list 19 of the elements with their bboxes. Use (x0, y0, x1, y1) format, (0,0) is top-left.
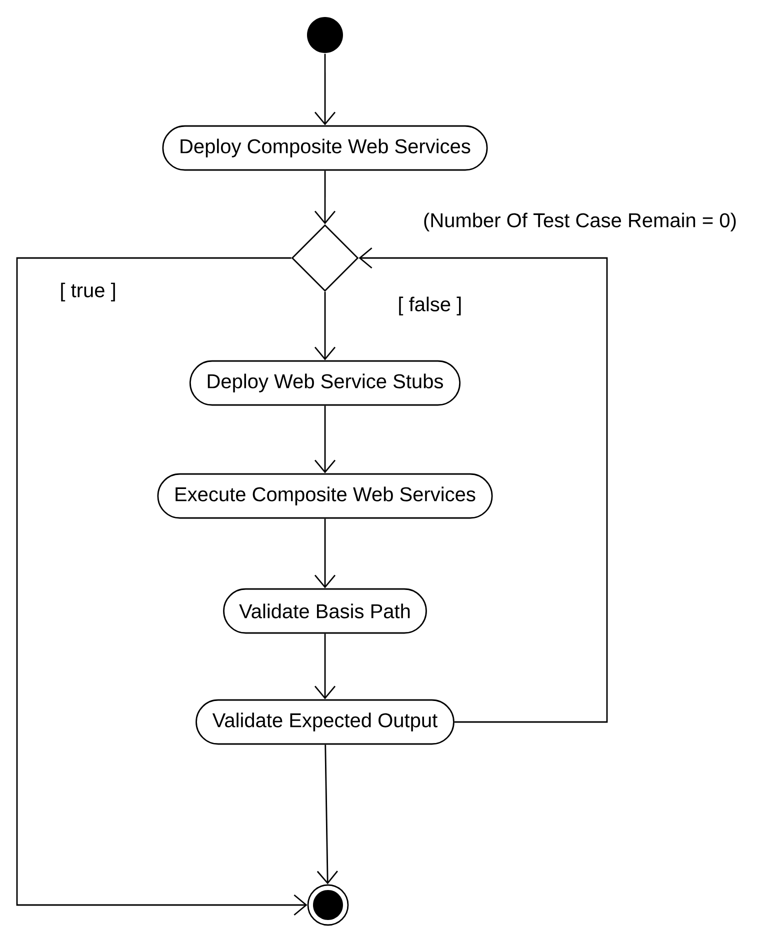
arrow (314, 406, 336, 474)
arrow (358, 247, 608, 723)
arrow (314, 54, 336, 126)
arrow (314, 292, 336, 360)
action-box: Deploy Composite Web Services (162, 125, 488, 171)
action-box: Execute Composite Web Services (157, 473, 493, 519)
arrow (316, 744, 338, 884)
arrow (314, 518, 336, 588)
guard-label: [ false ] (396, 294, 464, 318)
initial-node (307, 17, 343, 53)
action-box: Validate Expected Output (196, 699, 454, 745)
final-node (307, 884, 349, 926)
action-box: Validate Basis Path (223, 588, 427, 634)
guard-label: [ true ] (58, 280, 118, 304)
arrow (16, 257, 308, 916)
action-box: Deploy Web Service Stubs (189, 360, 461, 406)
arrow (314, 170, 336, 224)
condition-label: (Number Of Test Case Remain = 0) (424, 212, 736, 232)
arrow (314, 634, 336, 700)
